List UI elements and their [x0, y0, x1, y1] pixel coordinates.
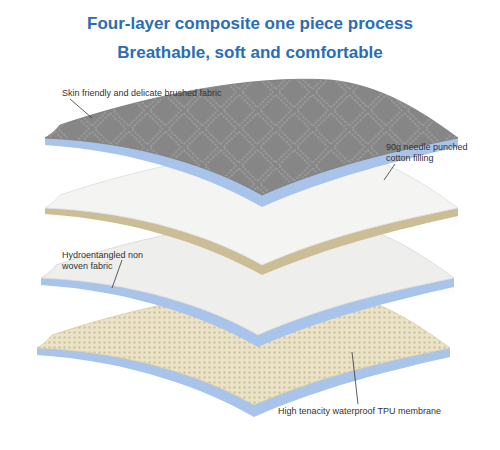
- layer-label: Skin friendly and delicate brushed fabri…: [62, 88, 282, 99]
- layer-label: Hydroentangled non woven fabric: [62, 250, 152, 272]
- diagram-title: Four-layer composite one piece process: [0, 14, 500, 34]
- layer-label: High tenacity waterproof TPU membrane: [278, 406, 493, 417]
- leader-line: [384, 164, 395, 180]
- layer-label: 90g needle punched cotton filling: [386, 142, 482, 164]
- leader-line: [112, 260, 122, 288]
- leader-line: [352, 352, 358, 404]
- leader-line: [70, 99, 92, 118]
- diagram-subtitle: Breathable, soft and comfortable: [0, 43, 500, 63]
- layer-surface: [45, 79, 458, 195]
